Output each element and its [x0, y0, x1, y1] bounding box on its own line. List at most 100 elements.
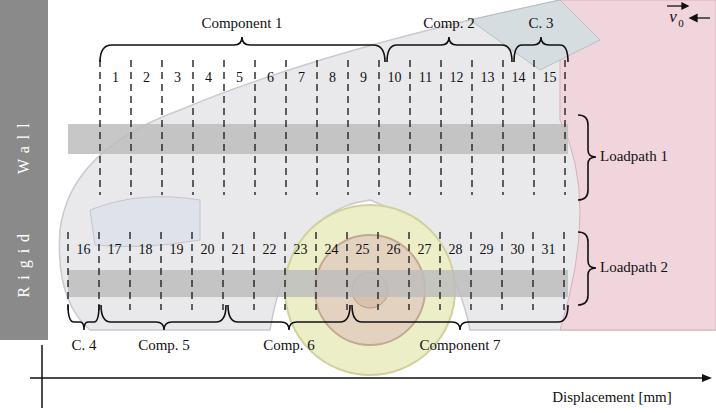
- segment-divider: [222, 232, 223, 310]
- brace: [100, 37, 385, 62]
- segment-number: 11: [419, 70, 432, 86]
- segment-divider: [223, 60, 224, 195]
- segment-divider: [191, 232, 192, 310]
- segment-divider: [440, 60, 441, 195]
- car-body: [59, 0, 716, 330]
- segment-number: 18: [139, 242, 153, 258]
- segment-number: 1: [112, 70, 119, 86]
- loadpath-label: Loadpath 1: [600, 148, 668, 165]
- component-label: Comp. 6: [263, 337, 315, 354]
- segment-divider: [409, 60, 410, 195]
- brace: [514, 37, 568, 62]
- segment-divider: [67, 232, 68, 310]
- segment-number: 15: [543, 70, 557, 86]
- segment-divider: [471, 60, 472, 195]
- segment-number: 24: [325, 242, 339, 258]
- segment-divider: [439, 232, 440, 310]
- segment-divider: [98, 232, 99, 310]
- brace: [101, 305, 226, 330]
- segment-divider: [315, 232, 316, 310]
- brace: [578, 232, 596, 305]
- component-label: Comp. 2: [423, 15, 475, 32]
- segment-divider: [129, 232, 130, 310]
- segment-number: 8: [329, 70, 336, 86]
- component-label: C. 3: [528, 15, 553, 32]
- wall-label: Rigid: [15, 227, 33, 298]
- car-door: [560, 0, 716, 330]
- headlight: [90, 197, 200, 247]
- segment-number: 23: [294, 242, 308, 258]
- velocity-symbol: v: [669, 7, 677, 27]
- vector-head: [682, 3, 688, 9]
- segment-grid: [68, 60, 565, 310]
- segment-divider: [501, 232, 502, 310]
- segment-number: 4: [205, 70, 212, 86]
- component-label: Component 1: [201, 15, 282, 32]
- segment-number: 27: [418, 242, 432, 258]
- brace: [578, 115, 596, 200]
- segment-number: 14: [512, 70, 526, 86]
- segment-divider: [253, 232, 254, 310]
- windshield: [470, 0, 600, 70]
- segment-number: 29: [480, 242, 494, 258]
- axis-tick: [41, 345, 43, 408]
- brace: [228, 305, 350, 330]
- component-label: Comp. 5: [138, 337, 190, 354]
- segment-divider: [284, 232, 285, 310]
- segment-divider: [192, 60, 193, 195]
- segment-divider: [533, 60, 534, 195]
- segment-number: 28: [449, 242, 463, 258]
- loadpath-band: [68, 270, 568, 297]
- segment-divider: [160, 232, 161, 310]
- component-label: C. 4: [71, 337, 96, 354]
- segment-number: 5: [236, 70, 243, 86]
- segment-divider: [408, 232, 409, 310]
- segment-divider: [377, 232, 378, 310]
- segment-number: 7: [298, 70, 305, 86]
- segment-number: 25: [356, 242, 370, 258]
- wall-label: Wall: [15, 116, 33, 174]
- segment-number: 9: [360, 70, 367, 86]
- loadpath-label: Loadpath 2: [600, 259, 668, 276]
- brace: [68, 305, 99, 330]
- brace: [68, 37, 596, 330]
- component-label: Component 7: [419, 337, 500, 354]
- axis-arrowhead: [702, 374, 712, 382]
- segment-divider: [346, 232, 347, 310]
- segment-number: 30: [511, 242, 525, 258]
- segment-divider: [316, 60, 317, 195]
- segment-divider: [563, 232, 564, 310]
- segment-number: 12: [450, 70, 464, 86]
- loadpath-band: [68, 124, 568, 154]
- segment-divider: [502, 60, 503, 195]
- segment-divider: [378, 60, 379, 195]
- segment-divider: [285, 60, 286, 195]
- segment-number: 16: [77, 242, 91, 258]
- segment-number: 10: [388, 70, 402, 86]
- brace: [352, 305, 568, 330]
- segment-number: 22: [263, 242, 277, 258]
- segment-divider: [532, 232, 533, 310]
- direction-head: [690, 15, 697, 22]
- axis-label: Displacement [mm]: [552, 389, 672, 406]
- segment-number: 3: [174, 70, 181, 86]
- segment-number: 19: [170, 242, 184, 258]
- segment-number: 2: [143, 70, 150, 86]
- axis-line: [30, 377, 704, 379]
- segment-divider: [470, 232, 471, 310]
- segment-number: 26: [387, 242, 401, 258]
- segment-divider: [254, 60, 255, 195]
- segment-number: 6: [267, 70, 274, 86]
- brace: [387, 37, 512, 62]
- segment-number: 31: [542, 242, 556, 258]
- segment-number: 17: [108, 242, 122, 258]
- segment-number: 21: [232, 242, 246, 258]
- segment-divider: [564, 60, 565, 195]
- segment-divider: [130, 60, 131, 195]
- segment-divider: [347, 60, 348, 195]
- segment-divider: [161, 60, 162, 195]
- segment-divider: [99, 60, 100, 195]
- segment-number: 13: [481, 70, 495, 86]
